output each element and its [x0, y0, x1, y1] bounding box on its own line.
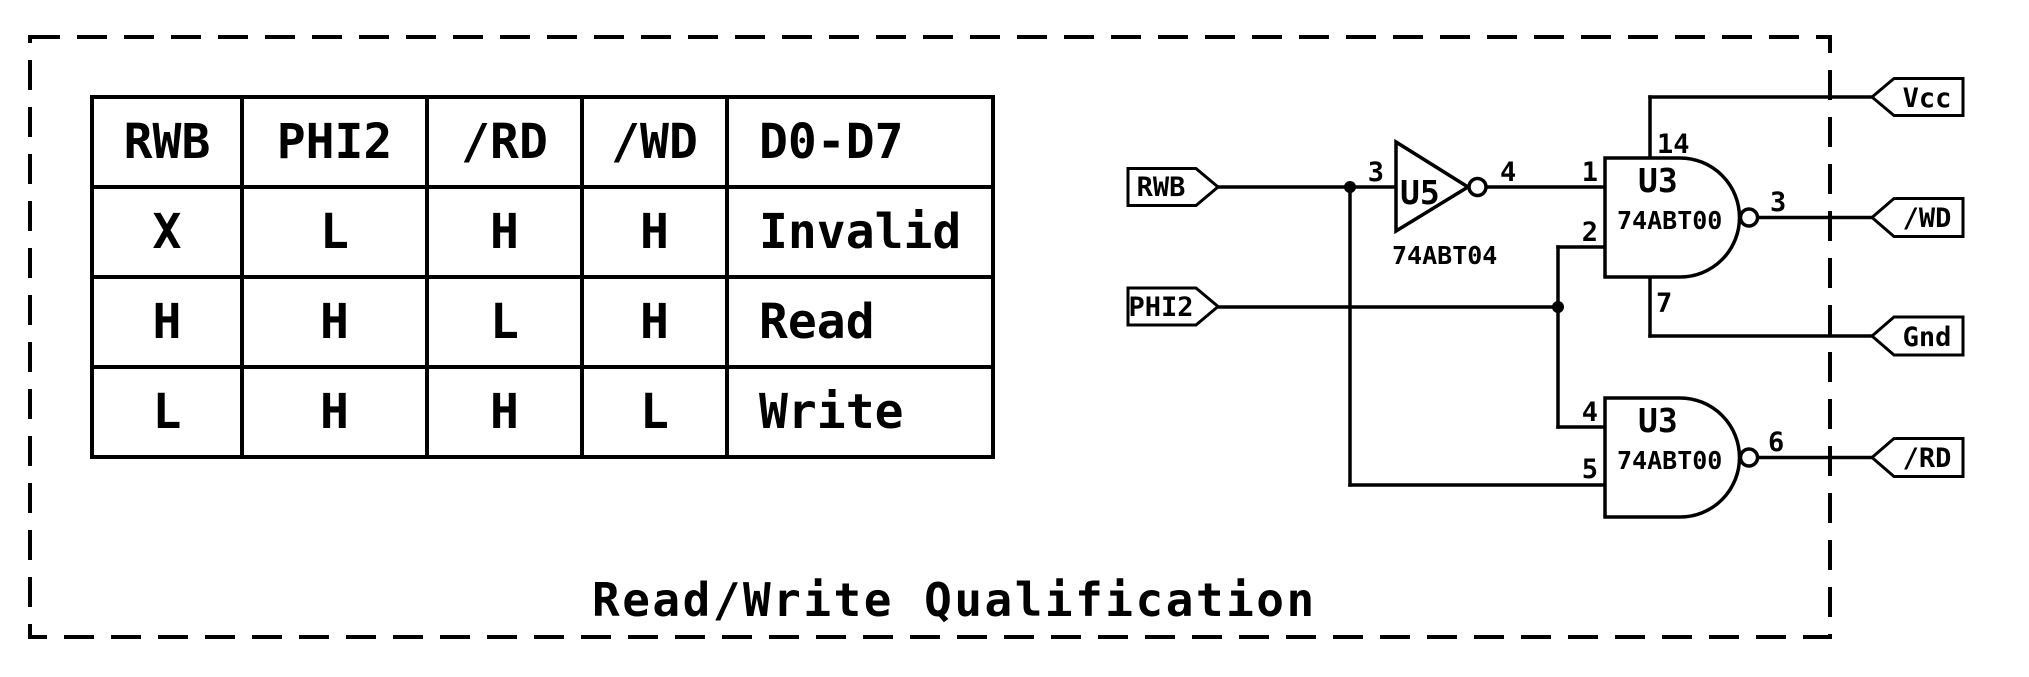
output-tag-vcc: Vcc	[1869, 77, 1965, 117]
header-cell: /WD	[580, 95, 729, 189]
component-ref: U3	[1638, 161, 1678, 200]
net-label: /WD	[1903, 203, 1952, 234]
net-label: /RD	[1903, 443, 1952, 474]
pin-number: 4	[1500, 157, 1516, 188]
table-cell: H	[580, 185, 729, 279]
header-cell: /RD	[425, 95, 584, 189]
truth-table-header-row: RWB PHI2 /RD /WD D0-D7	[90, 95, 995, 189]
table-cell: L	[425, 275, 584, 369]
pin-number: 1	[1582, 157, 1598, 188]
table-cell: H	[240, 275, 429, 369]
table-cell: H	[425, 365, 584, 459]
pin-number: 3	[1770, 187, 1786, 218]
pin-number: 14	[1657, 129, 1690, 160]
component-part: 74ABT04	[1392, 241, 1497, 270]
pin-number: 2	[1582, 217, 1598, 248]
net-label: Vcc	[1903, 83, 1952, 114]
inverter-symbol	[1394, 138, 1472, 235]
inversion-bubble-icon	[1738, 207, 1760, 228]
sheet-border	[28, 35, 1832, 639]
wires	[1216, 95, 1874, 487]
component-part: 74ABT00	[1617, 446, 1722, 475]
truth-table-row: L H H L Write	[90, 365, 995, 459]
header-cell: PHI2	[240, 95, 429, 189]
pin-number: 3	[1368, 157, 1384, 188]
output-tag-rd: /RD	[1869, 437, 1965, 478]
net-label: RWB	[1137, 172, 1186, 203]
table-cell: L	[90, 365, 244, 459]
truth-table: RWB PHI2 /RD /WD D0-D7 X L H H Invalid H…	[90, 95, 995, 459]
tag-shape	[1126, 286, 1221, 327]
table-cell: L	[240, 185, 429, 279]
input-tag-rwb: RWB	[1126, 167, 1221, 207]
output-tag-gnd: Gnd	[1869, 315, 1965, 357]
component-part: 74ABT00	[1617, 206, 1722, 235]
table-cell: Read	[725, 275, 995, 369]
inverter-u5: U5 74ABT04 3 4	[1368, 138, 1516, 270]
input-tag-phi2: PHI2	[1126, 286, 1221, 327]
junction-dot	[1552, 301, 1564, 313]
pin-number: 7	[1656, 288, 1672, 319]
inversion-bubble-icon	[1467, 176, 1488, 198]
header-cell: RWB	[90, 95, 244, 189]
tag-shape	[1869, 437, 1965, 478]
table-cell: Write	[725, 365, 995, 459]
sheet-title: Read/Write Qualification	[592, 573, 1317, 627]
table-cell: H	[425, 185, 584, 279]
table-cell: X	[90, 185, 244, 279]
truth-table-row: H H L H Read	[90, 275, 995, 369]
tag-shape	[1869, 197, 1965, 238]
tag-shape	[1869, 315, 1965, 357]
net-label: PHI2	[1128, 292, 1193, 323]
truth-table-row: X L H H Invalid	[90, 185, 995, 279]
inversion-bubble-icon	[1738, 447, 1760, 468]
table-cell: H	[90, 275, 244, 369]
table-cell: H	[240, 365, 429, 459]
table-cell: H	[580, 275, 729, 369]
table-cell: L	[580, 365, 729, 459]
nand-gate-bottom: U3 74ABT00 4 5 6	[1582, 396, 1784, 519]
component-ref: U5	[1400, 173, 1440, 212]
nand-gate-top: U3 74ABT00 1 2 14 7 3	[1582, 129, 1787, 319]
header-cell: D0-D7	[725, 95, 995, 189]
junction-dot	[1344, 181, 1356, 193]
component-ref: U3	[1638, 401, 1678, 440]
net-label: Gnd	[1903, 322, 1952, 353]
tag-shape	[1126, 167, 1221, 207]
pin-number: 4	[1582, 397, 1598, 428]
pin-number: 5	[1582, 454, 1598, 485]
pin-number: 6	[1768, 427, 1784, 458]
output-tag-wd: /WD	[1869, 197, 1965, 238]
table-cell: Invalid	[725, 185, 995, 279]
tag-shape	[1869, 77, 1965, 117]
